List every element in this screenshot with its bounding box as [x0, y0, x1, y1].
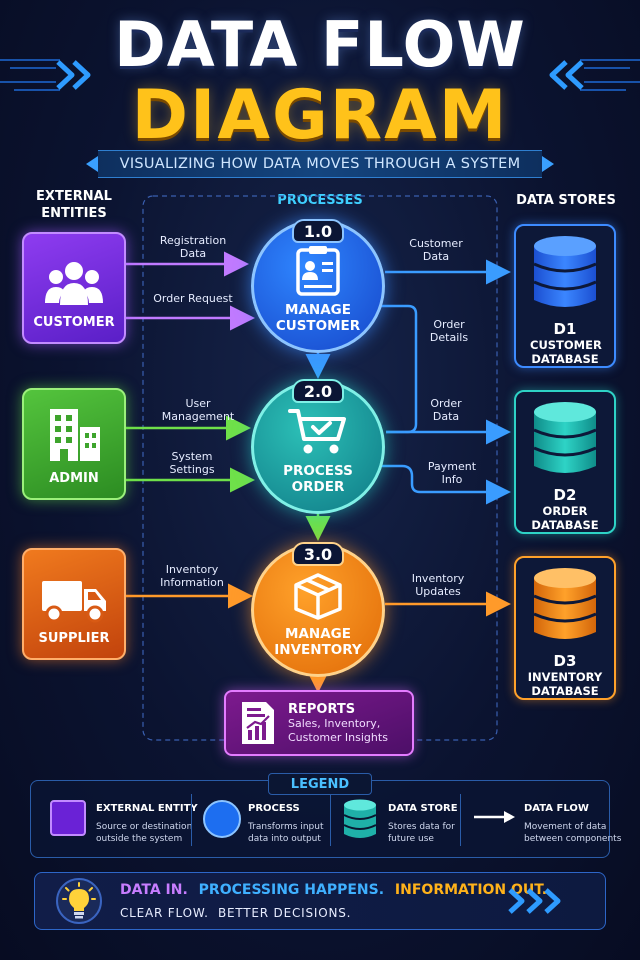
legend-title: LEGEND: [268, 773, 372, 795]
footer-chevrons: [508, 888, 561, 914]
flow-order-details: [372, 304, 418, 434]
store-name-2: ORDER DATABASE: [531, 504, 599, 532]
reports-line-1: Sales, Inventory,: [288, 716, 381, 730]
footer-banner: [34, 872, 606, 930]
entity-label-admin: ADMIN: [49, 471, 99, 486]
legend-divider-1: [191, 794, 192, 846]
subtitle-arrow-right: [542, 156, 554, 172]
footer-line-2: CLEAR FLOW. BETTER DECISIONS.: [120, 906, 352, 920]
legend-flow-arrow-icon: [474, 811, 515, 823]
store-id-3: D3: [553, 652, 577, 670]
flow-label-order-data: Order Data: [430, 397, 462, 423]
entity-label-customer: CUSTOMER: [33, 315, 115, 330]
entity-supplier: SUPPLIER: [22, 548, 126, 660]
store-id-2: D2: [553, 486, 577, 504]
flow-label-order-request: Order Request: [153, 292, 233, 305]
store-id-1: D1: [553, 320, 577, 338]
footer-part-2: PROCESSING HAPPENS.: [198, 882, 385, 898]
footer-part-3: INFORMATION OUT.: [394, 882, 548, 898]
legend-head-store: DATA STORE: [388, 803, 458, 814]
process-number-3: 3.0: [292, 542, 344, 566]
store-inventory-db: D3 INVENTORY DATABASE: [514, 556, 616, 700]
subtitle-banner: VISUALIZING HOW DATA MOVES THROUGH A SYS…: [98, 150, 542, 178]
title-line-1: DATA FLOW: [114, 8, 526, 81]
header-decoration-right: [549, 59, 640, 91]
database-icon: [533, 236, 597, 307]
entity-label-supplier: SUPPLIER: [38, 631, 110, 646]
flow-label-system-settings: System Settings: [169, 450, 215, 476]
process-number-2: 2.0: [292, 379, 344, 403]
legend-desc-flow-2: between components: [524, 834, 622, 844]
process-label-2: PROCESS ORDER: [283, 463, 353, 495]
flow-label-inventory-updates: Inventory Updates: [411, 572, 465, 598]
title-line-2: DIAGRAM: [131, 76, 509, 155]
legend-desc-entity-2: outside the system: [96, 834, 183, 844]
flow-label-user-mgmt: User Management: [161, 397, 235, 423]
flow-payment-info: [380, 464, 511, 505]
legend-store-swatch: [343, 799, 377, 838]
header-decoration-left: [0, 59, 91, 91]
legend-divider-3: [460, 794, 461, 846]
database-icon: [533, 402, 597, 473]
legend-desc-process-2: data into output: [248, 834, 321, 844]
legend-process-swatch: [203, 800, 241, 838]
column-head-stores: DATA STORES: [516, 193, 616, 208]
entity-admin: ADMIN: [22, 388, 126, 500]
store-name-3: INVENTORY DATABASE: [527, 670, 603, 698]
store-name-1: CUSTOMER DATABASE: [530, 338, 602, 366]
truck-icon: [42, 581, 106, 623]
legend-desc-entity-1: Source or destination: [96, 822, 193, 832]
process-label-1: MANAGE CUSTOMER: [275, 302, 361, 334]
legend-head-entity: EXTERNAL ENTITY: [96, 803, 198, 814]
report-chart-icon: [242, 702, 274, 744]
store-customer-db: D1 CUSTOMER DATABASE: [514, 224, 616, 368]
database-icon: [533, 568, 597, 639]
flow-label-registration: Registration Data: [159, 234, 227, 260]
subtitle-arrow-left: [86, 156, 98, 172]
legend-head-process: PROCESS: [248, 803, 300, 814]
process-label-3: MANAGE INVENTORY: [274, 626, 362, 658]
building-icon: [50, 409, 100, 461]
legend-entity-swatch: [50, 800, 86, 836]
reports-output: REPORTS Sales, Inventory, Customer Insig…: [224, 690, 414, 756]
footer-part-1: DATA IN.: [120, 882, 188, 898]
package-icon: [294, 573, 342, 620]
flow-label-order-details: Order Details: [429, 318, 469, 344]
clipboard-user-icon: [296, 246, 340, 296]
reports-title: REPORTS: [288, 701, 356, 717]
lightbulb-icon: [62, 882, 96, 919]
legend-desc-store-2: future use: [388, 834, 434, 844]
legend-desc-flow-1: Movement of data: [524, 822, 607, 832]
users-icon: [45, 262, 103, 305]
legend-desc-process-1: Transforms input: [248, 822, 324, 832]
subtitle-text: VISUALIZING HOW DATA MOVES THROUGH A SYS…: [119, 156, 521, 172]
process-number-1: 1.0: [292, 219, 344, 243]
store-order-db: D2 ORDER DATABASE: [514, 390, 616, 534]
column-head-entities: EXTERNAL ENTITIES: [36, 189, 112, 221]
shopping-cart-icon: [288, 409, 346, 454]
flow-label-inventory-info: Inventory Information: [160, 563, 224, 589]
entity-customer: CUSTOMER: [22, 232, 126, 344]
footer-tagline: DATA IN. PROCESSING HAPPENS. INFORMATION…: [120, 882, 547, 898]
reports-line-2: Customer Insights: [288, 730, 388, 744]
column-head-processes: PROCESSES: [277, 193, 363, 208]
flow-label-payment-info: Payment Info: [427, 460, 477, 486]
legend-desc-store-1: Stores data for: [388, 822, 455, 832]
legend-divider-2: [330, 794, 331, 846]
legend-head-flow: DATA FLOW: [524, 803, 589, 814]
flow-label-customer-data: Customer Data: [409, 237, 463, 263]
